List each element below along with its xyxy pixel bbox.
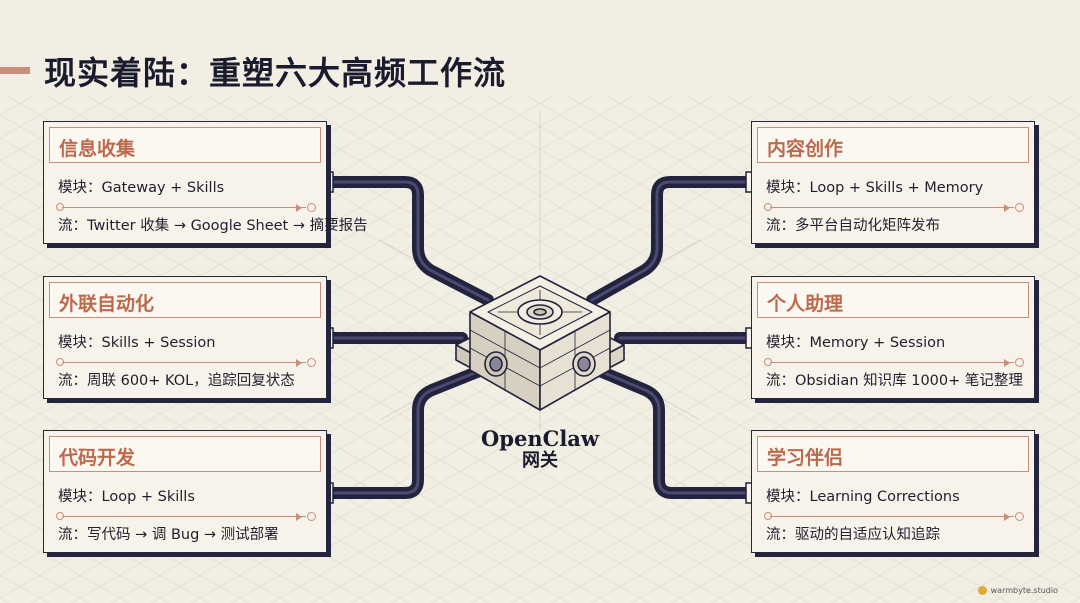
card-divider <box>764 203 1024 213</box>
hub-label: OpenClaw 网关 <box>470 426 610 471</box>
card-title: 内容创作 <box>767 138 844 160</box>
card-flow: 流：驱动的自适应认知追踪 <box>766 527 940 543</box>
card-learning-partner: 学习伴侣 模块：Learning Corrections 流：驱动的自适应认知追… <box>751 430 1035 553</box>
card-module: 模块：Memory + Session <box>766 335 946 351</box>
pipe-plugs <box>324 171 755 504</box>
card-info-collect: 信息收集 模块：Gateway + Skills 流：Twitter 收集 → … <box>43 121 368 244</box>
openclaw-hub <box>455 275 625 411</box>
card-divider <box>764 358 1024 368</box>
card-divider <box>56 358 316 368</box>
card-module: 模块：Loop + Skills <box>58 489 195 505</box>
card-header: 外联自动化 <box>49 282 321 318</box>
card-header: 个人助理 <box>757 282 1029 318</box>
card-flow: 流：写代码 → 调 Bug → 测试部署 <box>58 527 279 543</box>
card-flow: 流：Twitter 收集 → Google Sheet → 摘要报告 <box>58 218 368 234</box>
card-flow: 流：周联 600+ KOL，追踪回复状态 <box>58 373 295 389</box>
card-module: 模块：Gateway + Skills <box>58 180 225 196</box>
card-title: 学习伴侣 <box>767 447 844 469</box>
connector-pipes <box>324 176 756 499</box>
watermark: warmbyte.studio <box>977 586 1058 595</box>
card-header: 学习伴侣 <box>757 436 1029 472</box>
card-title: 外联自动化 <box>59 293 155 315</box>
card-title: 代码开发 <box>59 447 136 469</box>
card-divider <box>56 512 316 522</box>
card-module: 模块：Learning Corrections <box>766 489 960 505</box>
hub-subtitle: 网关 <box>522 449 558 471</box>
card-module: 模块：Skills + Session <box>58 335 216 351</box>
card-content-create: 内容创作 模块：Loop + Skills + Memory 流：多平台自动化矩… <box>751 121 1035 244</box>
card-header: 代码开发 <box>49 436 321 472</box>
card-outreach: 外联自动化 模块：Skills + Session 流：周联 600+ KOL，… <box>43 276 327 399</box>
card-divider <box>56 203 316 213</box>
card-code-dev: 代码开发 模块：Loop + Skills 流：写代码 → 调 Bug → 测试… <box>43 430 327 553</box>
card-module: 模块：Loop + Skills + Memory <box>766 180 984 196</box>
card-title: 信息收集 <box>59 138 136 160</box>
card-personal-assistant: 个人助理 模块：Memory + Session 流：Obsidian 知识库 … <box>751 276 1035 399</box>
card-header: 信息收集 <box>49 127 321 163</box>
hub-name: OpenClaw <box>481 426 599 451</box>
card-flow: 流：Obsidian 知识库 1000+ 笔记整理 <box>766 373 1023 389</box>
card-divider <box>764 512 1024 522</box>
card-header: 内容创作 <box>757 127 1029 163</box>
title-accent-bar <box>0 67 30 74</box>
brand-logo-icon <box>977 586 987 595</box>
page-title: 现实着陆：重塑六大高频工作流 <box>44 54 507 92</box>
card-flow: 流：多平台自动化矩阵发布 <box>766 218 940 234</box>
card-title: 个人助理 <box>767 293 844 315</box>
